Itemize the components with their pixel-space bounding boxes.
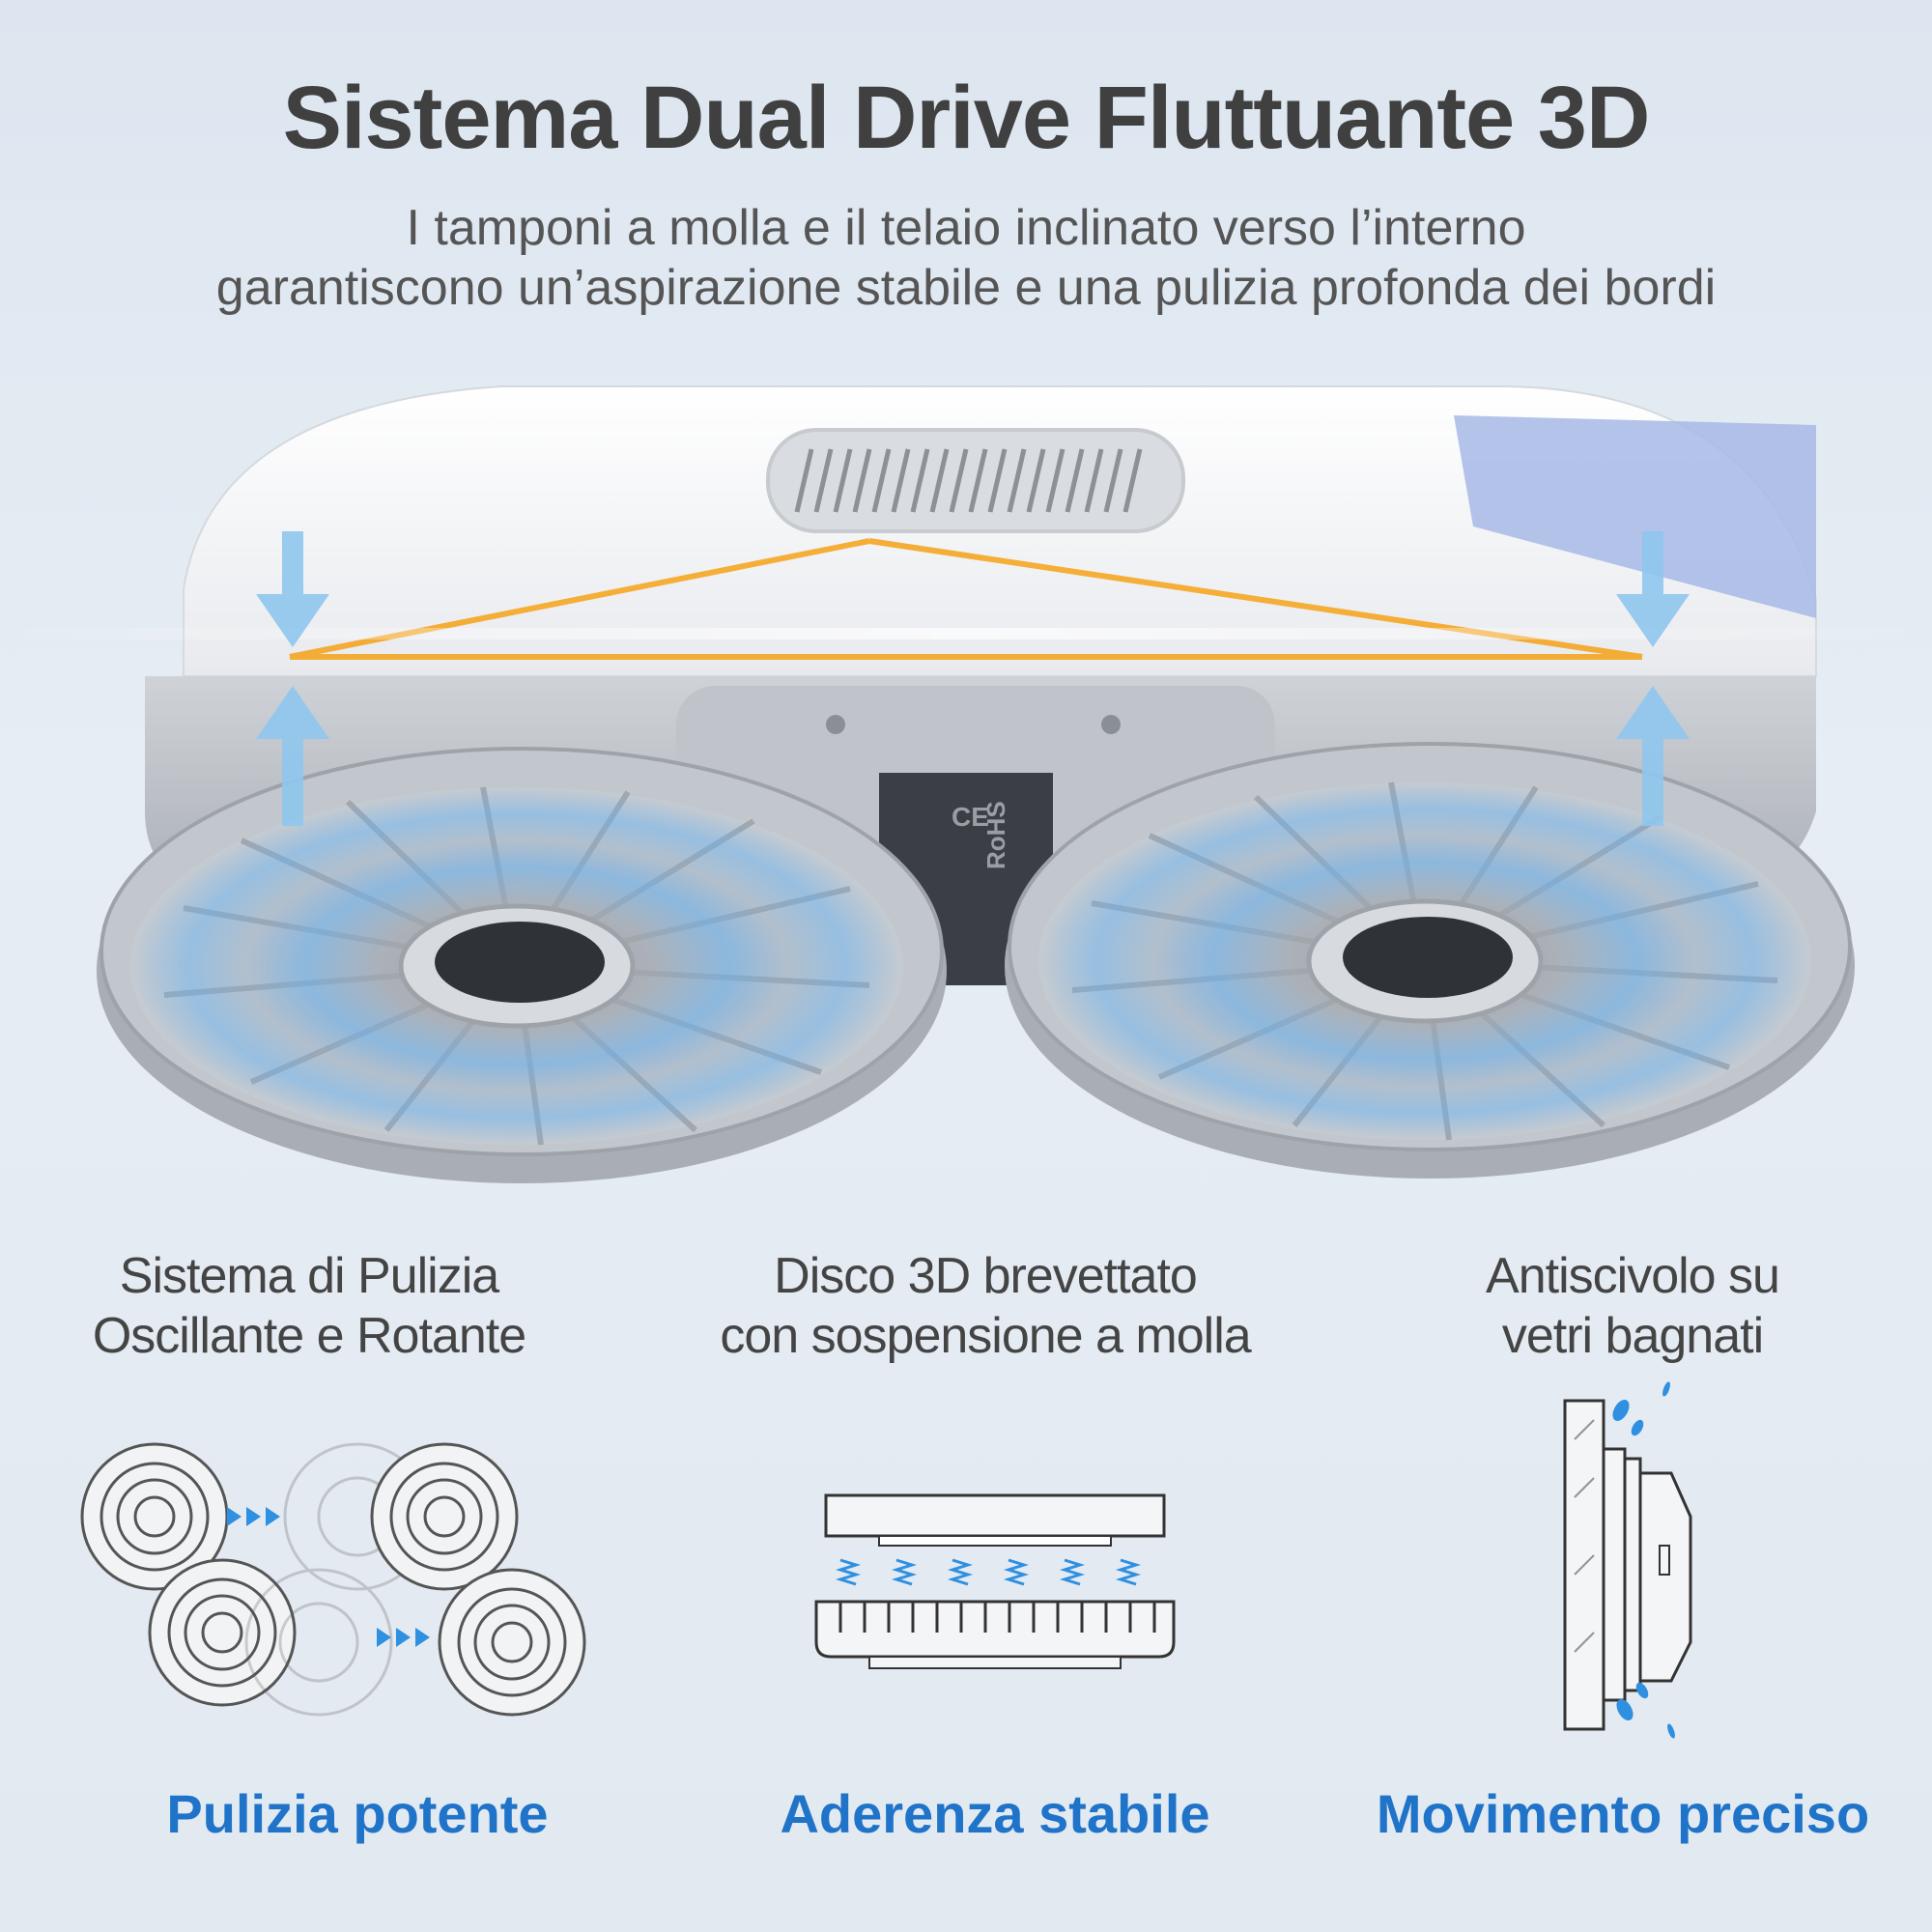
subtitle-line-2: garantiscono un’aspirazione stabile e un… bbox=[215, 260, 1717, 316]
page-title: Sistema Dual Drive Fluttuante 3D bbox=[282, 69, 1651, 167]
spring-pressure-arrows bbox=[256, 531, 1690, 826]
feature-1-title: Sistema di Pulizia Oscillante e Rotante bbox=[92, 1248, 526, 1364]
left-cleaning-pad bbox=[97, 747, 947, 1183]
oscillating-pads-icon bbox=[80, 1442, 586, 1717]
feature-1-label: Pulizia potente bbox=[166, 1783, 549, 1844]
window-robot-illustration: CE RoHS bbox=[0, 385, 1932, 1183]
rohs-mark: RoHS bbox=[981, 801, 1010, 869]
right-cleaning-pad bbox=[1005, 742, 1855, 1179]
page-subtitle: I tamponi a molla e il telaio inclinato … bbox=[97, 198, 1835, 318]
ce-mark: CE bbox=[952, 802, 989, 832]
feature-2-label: Aderenza stabile bbox=[780, 1783, 1210, 1844]
feature-3-label: Movimento preciso bbox=[1376, 1783, 1870, 1844]
wet-glass-icon bbox=[1563, 1381, 1692, 1739]
feature-2-title: Disco 3D brevettato con sospensione a mo… bbox=[720, 1248, 1251, 1364]
water-tank bbox=[1454, 415, 1816, 618]
feature-3-title: Antiscivolo su vetri bagnati bbox=[1486, 1248, 1780, 1364]
spring-disc-icon bbox=[814, 1493, 1176, 1669]
subtitle-line-1: I tamponi a molla e il telaio inclinato … bbox=[406, 200, 1526, 256]
water-drops-icon bbox=[1612, 1381, 1675, 1739]
